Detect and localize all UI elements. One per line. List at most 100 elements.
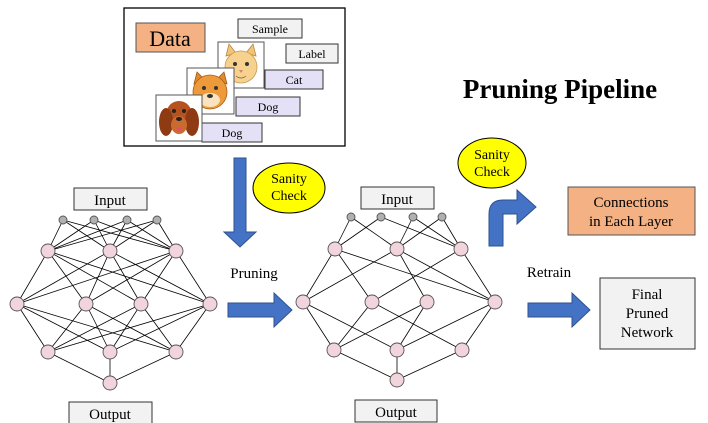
sanity-check-1-line2: Check bbox=[271, 189, 307, 204]
network-2-connection bbox=[396, 349, 463, 381]
network-2-neuron bbox=[487, 294, 503, 310]
network-2-connection bbox=[333, 349, 398, 381]
final-line1: Final bbox=[632, 287, 663, 303]
network-2-connection bbox=[333, 301, 373, 351]
data-panel: Data Sample Label Cat Dog Dog bbox=[123, 7, 346, 147]
network-1-connection bbox=[93, 219, 177, 252]
network-1-connection bbox=[16, 250, 49, 305]
network-2-connection bbox=[396, 301, 428, 351]
network-1-connection bbox=[47, 250, 87, 305]
network-1-neuron bbox=[102, 375, 118, 391]
network-2-neuron bbox=[295, 294, 311, 310]
network-1-connection bbox=[16, 250, 111, 305]
network-1-connection bbox=[16, 303, 111, 353]
network-2-connection bbox=[333, 301, 428, 351]
network-2-input-node bbox=[346, 212, 356, 222]
network-2-neuron bbox=[419, 294, 435, 310]
tag-label: Label bbox=[298, 47, 326, 61]
network-2-output-box bbox=[354, 399, 438, 423]
final-line2: Pruned bbox=[626, 306, 669, 322]
network-1-connection bbox=[175, 303, 211, 353]
network-1-connection bbox=[109, 303, 142, 353]
tag-cat-box bbox=[264, 69, 324, 90]
network-2-input-node bbox=[437, 212, 447, 222]
network-2-connection bbox=[334, 248, 373, 303]
network-1-connection bbox=[62, 219, 177, 252]
tag-label-box bbox=[285, 43, 339, 64]
network-1-connection bbox=[47, 250, 211, 305]
network-1-connection bbox=[47, 351, 111, 384]
network-2-neuron bbox=[454, 342, 470, 358]
network-1-output-box bbox=[68, 401, 153, 423]
network-1-connection bbox=[109, 250, 142, 305]
network-2-connection bbox=[460, 248, 496, 303]
network-1-input-node bbox=[122, 215, 132, 225]
network-2-input-box bbox=[360, 186, 435, 210]
network-2-connection bbox=[302, 248, 336, 303]
final-line3: Network bbox=[621, 325, 674, 341]
network-2-connection bbox=[396, 216, 443, 250]
network-1-connection bbox=[85, 303, 177, 353]
network-1-neuron bbox=[102, 243, 118, 259]
final-network-box: Final Pruned Network bbox=[599, 277, 696, 350]
sanity-check-1-line1: Sanity bbox=[271, 172, 307, 187]
network-1-connection bbox=[16, 250, 177, 305]
network-2-neuron bbox=[389, 342, 405, 358]
network-1-connection bbox=[85, 250, 177, 305]
network-2-neuron bbox=[453, 241, 469, 257]
network-1-nodes bbox=[9, 215, 218, 391]
network-2-connection bbox=[371, 248, 462, 303]
network-1-connection bbox=[109, 219, 158, 252]
network-2-connection bbox=[334, 248, 496, 303]
retrain-arrow bbox=[527, 291, 591, 329]
data-heading: Data bbox=[149, 26, 191, 51]
network-1: Input Output bbox=[9, 187, 218, 423]
network-2-connection bbox=[350, 216, 398, 250]
network-2-connection bbox=[396, 248, 428, 303]
network-2-connection bbox=[412, 216, 462, 250]
network-2-connection bbox=[396, 248, 496, 303]
network-1-connection bbox=[109, 303, 211, 353]
connections-box: Connections in Each Layer bbox=[567, 186, 696, 236]
network-1-input-node bbox=[58, 215, 68, 225]
sanity-check-2-line2: Check bbox=[474, 165, 510, 180]
network-2: Input Output bbox=[295, 186, 503, 423]
network-2-connection bbox=[461, 301, 496, 351]
network-1-connection bbox=[109, 250, 211, 305]
network-1-connections bbox=[16, 219, 211, 384]
network-2-connection bbox=[371, 301, 463, 351]
network-2-connections bbox=[302, 216, 496, 381]
network-1-connection bbox=[47, 303, 87, 353]
network-2-input-node bbox=[376, 212, 386, 222]
network-1-input-node bbox=[89, 215, 99, 225]
network-2-output-label: Output bbox=[375, 405, 418, 421]
network-1-connection bbox=[47, 303, 211, 353]
network-1-neuron bbox=[102, 344, 118, 360]
pruning-label: Pruning bbox=[230, 266, 278, 282]
down-arrow bbox=[222, 157, 258, 248]
network-1-output-label: Output bbox=[89, 407, 132, 423]
network-1-connection bbox=[85, 250, 111, 305]
network-2-connection bbox=[302, 248, 398, 303]
diagram-title: Pruning Pipeline bbox=[463, 74, 657, 104]
network-1-connection bbox=[140, 303, 177, 353]
tag-dog-1-box bbox=[235, 96, 301, 117]
network-2-connection bbox=[302, 301, 335, 351]
network-1-connection bbox=[109, 351, 177, 384]
network-1-neuron bbox=[78, 296, 94, 312]
connections-line1: Connections bbox=[594, 195, 669, 211]
network-2-connection bbox=[334, 216, 382, 250]
network-1-connection bbox=[47, 219, 158, 252]
tag-dog-2: Dog bbox=[222, 126, 243, 140]
network-2-connection bbox=[302, 301, 398, 351]
tag-sample: Sample bbox=[252, 22, 288, 36]
network-2-neuron bbox=[389, 241, 405, 257]
tag-cat: Cat bbox=[286, 73, 303, 87]
network-2-neuron bbox=[389, 372, 405, 388]
network-2-neuron bbox=[364, 294, 380, 310]
sanity-check-1: Sanity Check bbox=[252, 162, 326, 214]
network-1-input-label: Input bbox=[94, 193, 126, 209]
network-1-connection bbox=[126, 219, 177, 252]
network-1-neuron bbox=[168, 344, 184, 360]
